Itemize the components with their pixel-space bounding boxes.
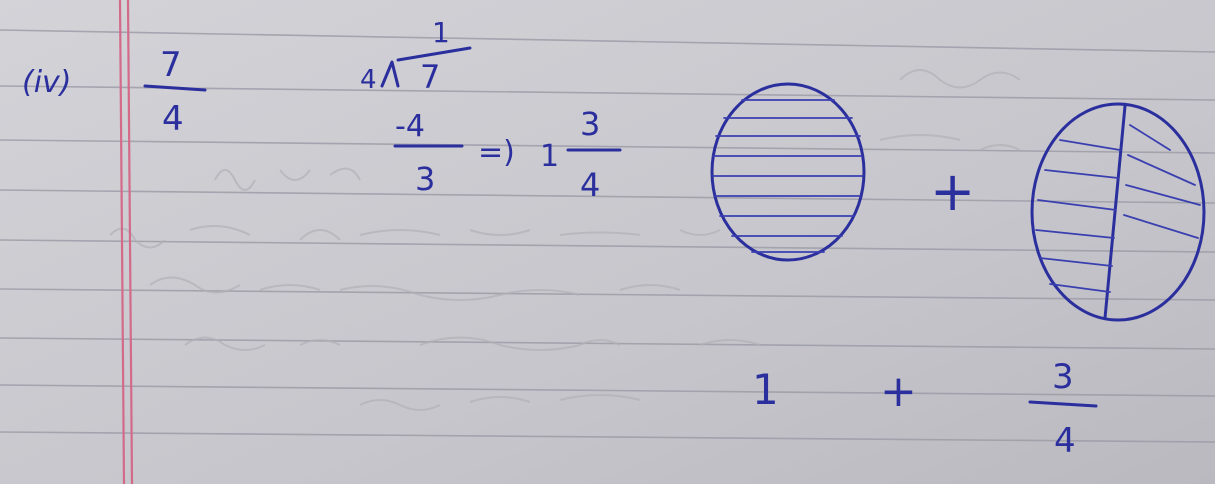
fraction-numerator: 7	[160, 45, 182, 85]
implies-arrow: =)	[478, 135, 515, 170]
division-remainder: 3	[415, 160, 435, 198]
division-subtract: -4	[395, 109, 425, 144]
margin-line	[126, 0, 134, 484]
margin-line	[118, 0, 126, 484]
rule-line	[0, 384, 1215, 397]
diagonal-hatching	[1035, 124, 1201, 293]
rule-line	[0, 189, 1215, 204]
division-divisor: 4	[360, 65, 377, 95]
rule-line	[0, 288, 1215, 301]
caption-fraction-bar	[1028, 400, 1098, 408]
plus-sign: +	[930, 160, 975, 223]
margin-lines	[118, 0, 134, 484]
division-bracket	[380, 46, 472, 88]
caption-plus: +	[880, 366, 917, 417]
fraction-denominator: 4	[162, 99, 184, 139]
caption-denominator: 4	[1054, 421, 1076, 461]
mixed-denominator: 4	[580, 166, 600, 204]
caption-whole: 1	[752, 365, 779, 414]
horizontal-hatching	[712, 99, 863, 253]
circle-outline	[710, 82, 866, 262]
rule-line	[0, 139, 1215, 154]
circle-divider	[1103, 104, 1127, 320]
ruled-lines	[0, 29, 1215, 443]
fraction-seven-fourths: 7 4	[143, 45, 207, 139]
circle-outline	[1030, 102, 1206, 322]
rule-line	[0, 337, 1215, 350]
partially-shaded-circle	[1030, 102, 1206, 322]
mixed-number: 1 3 4	[540, 105, 622, 204]
division-quotient: 1	[432, 16, 450, 49]
fraction-bar	[143, 84, 207, 92]
mixed-numerator: 3	[580, 105, 600, 143]
caption-numerator: 3	[1052, 357, 1074, 397]
mixed-whole: 1	[540, 139, 559, 174]
long-division: 1 4 7 -4 3	[360, 16, 472, 198]
question-label: (iv)	[22, 65, 72, 100]
bleed-through-scribbles	[109, 69, 1021, 411]
rule-line	[0, 431, 1215, 443]
rule-line	[0, 29, 1215, 53]
whole-shaded-circle	[710, 82, 866, 262]
division-dividend: 7	[420, 58, 440, 96]
rule-line	[0, 239, 1215, 253]
caption-expression: 1 + 3 4	[752, 357, 1098, 461]
